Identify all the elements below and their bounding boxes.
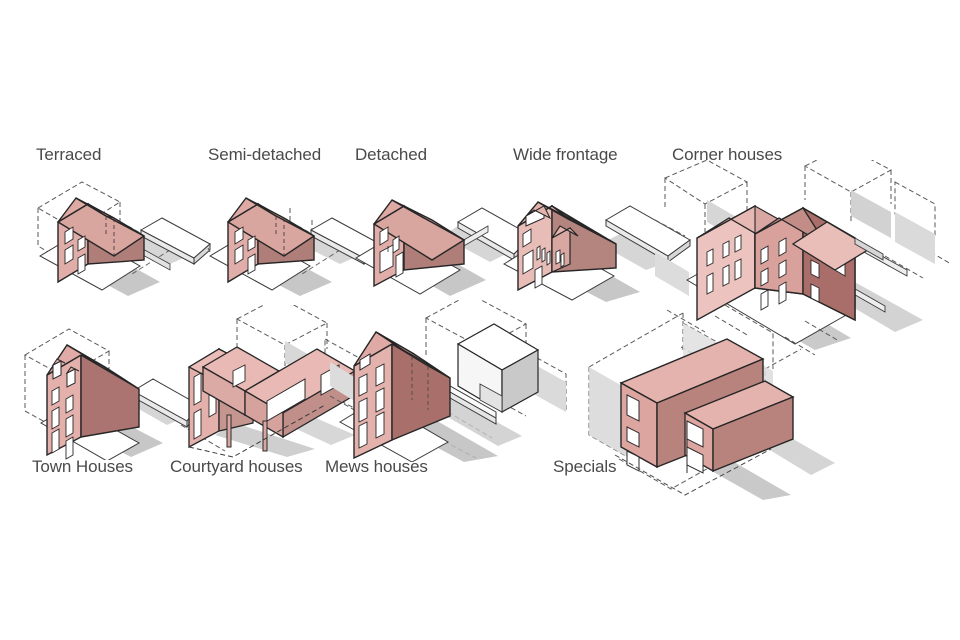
label-terraced: Terraced [36, 145, 102, 164]
wide-rear-plot-wall [605, 205, 691, 263]
terraced-rear-garden-wall [139, 217, 211, 271]
figure-specials [575, 295, 890, 500]
figure-terraced [10, 160, 215, 300]
label-corner-houses: Corner houses [672, 145, 783, 164]
corner-rear-roof [791, 221, 884, 271]
town-windows [51, 386, 74, 460]
town-dormers [51, 358, 80, 388]
label-courtyard-houses: Courtyard houses [170, 457, 303, 476]
specials-tall-windows [626, 394, 640, 472]
label-town-houses: Town Houses [32, 457, 133, 476]
semi-house-body [226, 197, 316, 284]
wide-dormer [525, 205, 552, 227]
figure-semi-detached [190, 160, 385, 300]
mews-rear-block [456, 323, 540, 414]
figure-town-houses [5, 315, 200, 460]
detached-house-body [372, 199, 466, 288]
specials-low-block [683, 380, 795, 474]
wide-house-body [517, 201, 617, 292]
specials-plot-dashed [614, 448, 772, 496]
mews-house-body [353, 331, 451, 460]
wide-windows [522, 228, 565, 289]
terraced-windows [64, 226, 86, 275]
mews-windows [358, 363, 385, 449]
courtyard-upper-window [232, 364, 246, 388]
figure-corner-houses [655, 160, 960, 350]
label-semi-detached: Semi-detached [208, 145, 322, 164]
label-detached: Detached [355, 145, 427, 164]
courtyard-ground-line [188, 404, 326, 458]
semi-windows [234, 226, 256, 275]
label-mews-houses: Mews houses [325, 457, 428, 476]
label-wide-frontage: Wide frontage [513, 145, 618, 164]
town-house-body [46, 344, 140, 460]
courtyard-columns [226, 414, 268, 452]
mews-dormer [359, 353, 371, 371]
mews-context-greys [330, 362, 566, 412]
figure-wide-frontage [490, 168, 695, 303]
label-specials: Specials [553, 457, 617, 476]
detached-windows [379, 226, 404, 278]
corner-wing-left-windows [706, 234, 742, 295]
terraced-house-body [56, 197, 146, 284]
figure-mews-houses [330, 300, 575, 462]
courtyard-cutaway-opening [266, 378, 306, 422]
specials-low-windows [686, 420, 704, 474]
